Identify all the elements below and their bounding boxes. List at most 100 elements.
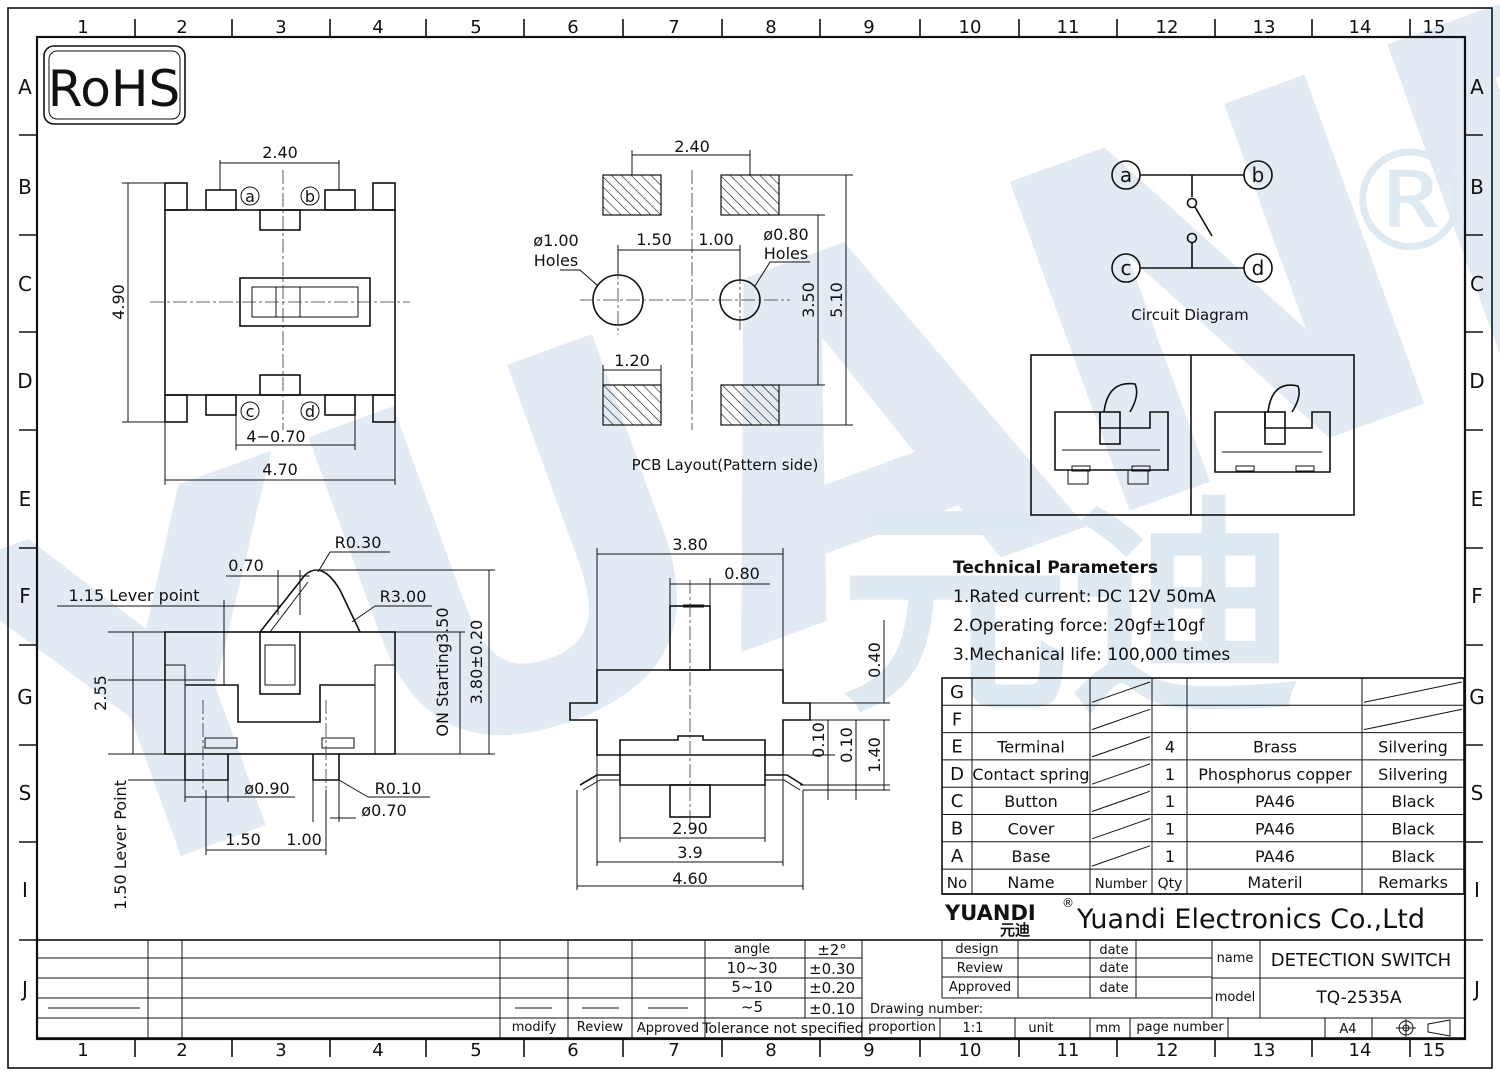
pcb-dim-510: 5.10	[827, 282, 846, 318]
company-logo: YUANDI	[944, 901, 1036, 925]
zone-labels: 1122334455667788991010111112121313141415…	[17, 17, 1485, 1061]
col-label-bottom-8: 8	[765, 1040, 776, 1061]
tb-tol-note: Tolerance not specified	[701, 1021, 863, 1037]
bom-header-remarks: Remarks	[1378, 873, 1448, 892]
bom-row-A-no: A	[951, 846, 964, 867]
col-label-top-8: 8	[765, 17, 776, 38]
dim-height-490: 4.90	[109, 284, 128, 320]
tech-title: Technical Parameters	[953, 558, 1158, 578]
pcb-hole1-holes: Holes	[534, 251, 578, 270]
bom-header-material: Materil	[1247, 873, 1302, 892]
col-label-bottom-5: 5	[470, 1040, 481, 1061]
rohs-label: RoHS	[48, 60, 180, 118]
tb-modify: modify	[512, 1020, 557, 1035]
bom-row-A-material: PA46	[1255, 847, 1295, 866]
company-name: Yuandi Electronics Co.,Ltd	[1076, 904, 1425, 935]
bom-row-C-remarks: Black	[1391, 792, 1435, 811]
row-label-left-I: I	[22, 878, 28, 902]
row-label-right-D: D	[1469, 369, 1484, 393]
side-d0702: ø0.70	[361, 801, 406, 820]
tech-item-1: 1.Rated current: DC 12V 50mA	[953, 587, 1216, 607]
top-terminal-b: b	[305, 187, 315, 206]
col-label-bottom-9: 9	[863, 1040, 874, 1061]
col-label-top-4: 4	[372, 17, 383, 38]
top-terminal-c: c	[246, 402, 255, 421]
col-label-top-6: 6	[567, 17, 578, 38]
col-label-bottom-12: 12	[1156, 1040, 1179, 1061]
front-h140: 1.40	[865, 737, 884, 773]
front-h040: 0.40	[865, 642, 884, 678]
side-h255: 2.55	[91, 675, 110, 711]
tb-unit: unit	[1028, 1021, 1053, 1036]
bom-header-number: Number	[1095, 877, 1148, 892]
tb-model-value: TQ-2535A	[1315, 988, 1402, 1008]
bom-row-E-qty: 4	[1165, 738, 1175, 757]
top-view: a b c d 2.40 4.90 4−0.70 4.70	[109, 143, 410, 485]
col-label-top-14: 14	[1349, 17, 1372, 38]
col-label-top-9: 9	[863, 17, 874, 38]
bom-row-B-material: PA46	[1255, 820, 1295, 839]
bom-row-A-qty: 1	[1165, 847, 1175, 866]
tb-review2: Review	[957, 961, 1004, 976]
row-label-left-C: C	[18, 272, 32, 296]
side-d100: 1.00	[286, 830, 322, 849]
company-banner: YUANDI ® 元迪 Yuandi Electronics Co.,Ltd	[942, 893, 1464, 939]
side-lever-point: 1.15 Lever point	[69, 586, 200, 605]
row-label-left-D: D	[17, 369, 32, 393]
col-label-top-11: 11	[1057, 17, 1080, 38]
col-label-bottom-7: 7	[668, 1040, 679, 1061]
bom-row-D-no: D	[950, 764, 964, 785]
watermark-registered: ®	[1340, 121, 1480, 284]
bom-header-name: Name	[1007, 873, 1054, 892]
row-label-right-E: E	[1471, 487, 1484, 511]
pcb-dim-120: 1.20	[614, 351, 650, 370]
bom-row-B-no: B	[951, 819, 963, 840]
isometric-views	[1030, 354, 1355, 516]
bom-row-A-name: Base	[1012, 847, 1051, 866]
tb-date-1: date	[1099, 943, 1128, 958]
tb-sheet: A4	[1339, 1022, 1356, 1037]
bom-row-C-no: C	[951, 791, 964, 812]
front-h010a: 0.10	[809, 722, 828, 758]
tech-item-3: 3.Mechanical life: 100,000 times	[953, 645, 1230, 665]
top-terminal-a: a	[245, 187, 255, 206]
side-r010: R0.10	[375, 779, 422, 798]
row-label-left-S: S	[19, 781, 32, 805]
pcb-pad-1	[602, 174, 662, 216]
tb-name-value: DETECTION SWITCH	[1271, 950, 1451, 971]
dim-top-240: 2.40	[262, 143, 298, 162]
front-w290: 2.90	[672, 819, 708, 838]
col-label-bottom-3: 3	[275, 1040, 286, 1061]
side-on-start: ON Starting3.50	[433, 607, 452, 736]
row-label-right-A: A	[1470, 75, 1484, 99]
outer-border	[7, 7, 1493, 1069]
dim-width-470: 4.70	[262, 460, 298, 479]
front-view: 3.80 0.80 0.40 0.10 0.10 1.40 2.90 3.9 4…	[569, 535, 890, 890]
side-d090: ø0.90	[244, 779, 289, 798]
side-h380: 3.80±0.20	[467, 620, 486, 705]
tb-mm: mm	[1095, 1021, 1120, 1036]
bom-row-B-name: Cover	[1008, 820, 1055, 839]
pcb-hole2-label: ø0.80	[763, 225, 808, 244]
tb-name-label: name	[1217, 951, 1254, 966]
pcb-hole2-holes: Holes	[764, 244, 808, 263]
col-label-bottom-10: 10	[959, 1040, 982, 1061]
tb-range-1: 10~30	[727, 959, 778, 977]
tb-design: design	[955, 942, 998, 957]
col-label-bottom-14: 14	[1349, 1040, 1372, 1061]
col-label-bottom-2: 2	[176, 1040, 187, 1061]
bom-row-E-remarks: Silvering	[1378, 738, 1448, 757]
bom-row-A-remarks: Black	[1391, 847, 1435, 866]
bom-row-D-material: Phosphorus copper	[1198, 765, 1352, 784]
tb-approved2: Approved	[949, 980, 1011, 995]
bom-header-no: No	[947, 874, 967, 892]
front-w080: 0.80	[724, 564, 760, 583]
row-label-left-J: J	[20, 977, 28, 1001]
row-label-right-C: C	[1470, 272, 1484, 296]
iso-view-left	[1054, 382, 1169, 485]
tb-proportion: proportion	[868, 1020, 936, 1035]
front-w39: 3.9	[677, 843, 702, 862]
tb-date-3: date	[1099, 981, 1128, 996]
tb-page-number: page number	[1136, 1020, 1224, 1035]
